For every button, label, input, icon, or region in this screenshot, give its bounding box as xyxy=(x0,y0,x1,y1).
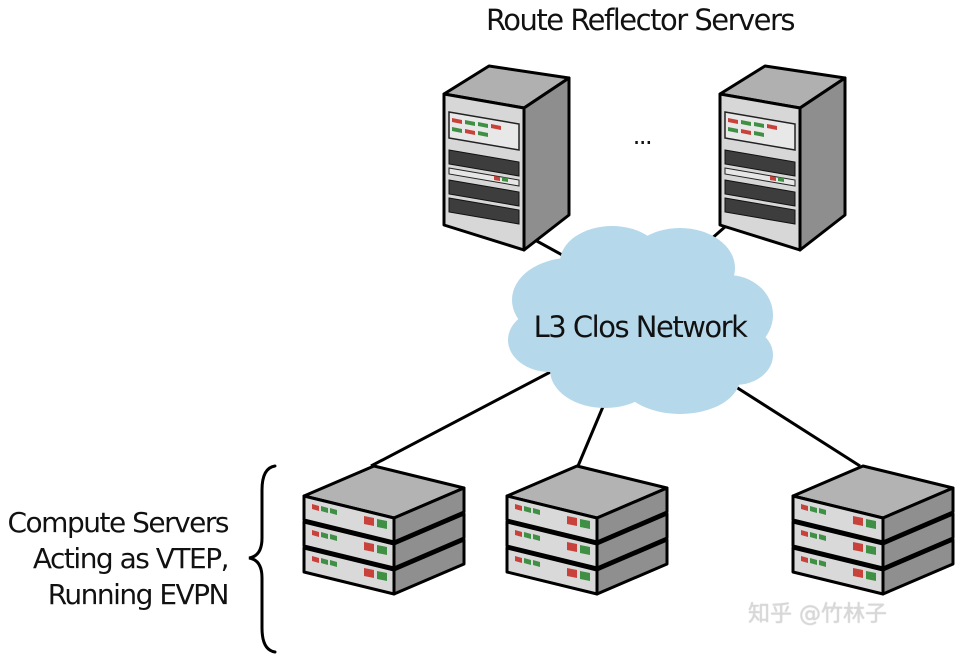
compute-server-stack-2 xyxy=(507,466,667,594)
edge-network-compute3 xyxy=(724,378,861,468)
compute-server-stack-3 xyxy=(793,466,953,594)
route-reflector-server-2 xyxy=(718,64,847,252)
compute-label-line-2: Acting as VTEP, xyxy=(32,542,230,575)
compute-server-stack-1 xyxy=(304,466,464,594)
route-reflector-title: Route Reflector Servers xyxy=(485,3,796,37)
more-servers-ellipsis: ... xyxy=(632,122,653,150)
network-label: L3 Clos Network xyxy=(533,310,748,344)
l3-clos-network-cloud xyxy=(508,226,773,414)
watermark: 知乎 @竹林子 xyxy=(748,602,887,627)
compute-label-line-3: Running EVPN xyxy=(47,578,230,611)
route-reflector-server-1 xyxy=(442,64,571,252)
compute-group-brace xyxy=(248,464,277,654)
compute-label-line-1: Compute Servers xyxy=(7,506,230,539)
edge-network-compute1 xyxy=(370,366,559,468)
compute-servers-label: Compute Servers Acting as VTEP, Running … xyxy=(0,505,230,613)
